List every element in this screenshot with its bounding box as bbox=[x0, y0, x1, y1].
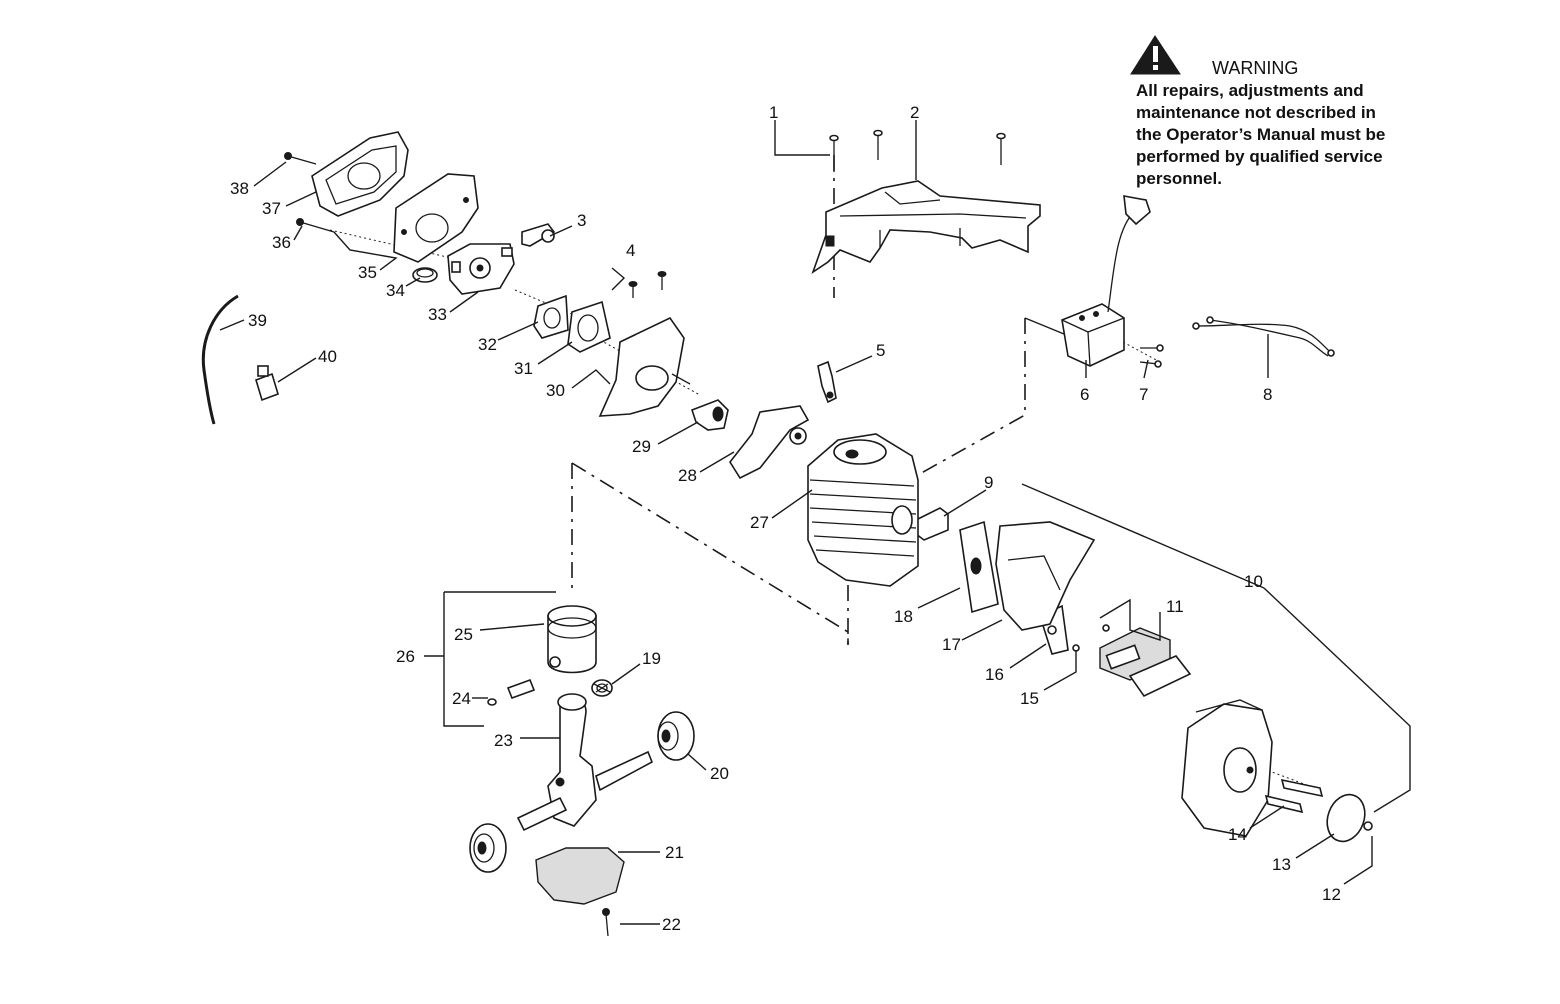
callout-39: 39 bbox=[248, 311, 267, 330]
callout-7: 7 bbox=[1139, 385, 1148, 404]
part-4-screws bbox=[628, 271, 667, 298]
callout-23: 23 bbox=[494, 731, 513, 750]
part-36-screw bbox=[296, 218, 335, 233]
part-22-screw bbox=[602, 908, 610, 937]
callout-9: 9 bbox=[984, 473, 993, 492]
part-27-cylinder bbox=[807, 433, 919, 587]
callout-16: 16 bbox=[985, 665, 1004, 684]
part-5-spark-plug bbox=[817, 360, 837, 404]
part-29-boot bbox=[690, 399, 729, 431]
part-6-ignition-module bbox=[1061, 195, 1164, 368]
part-35-plate bbox=[393, 173, 479, 263]
part-bearing-left bbox=[469, 823, 507, 873]
part-30-carb-plate bbox=[598, 316, 691, 417]
callout-31: 31 bbox=[514, 359, 533, 378]
callout-25: 25 bbox=[454, 625, 473, 644]
callout-8: 8 bbox=[1263, 385, 1272, 404]
callout-17: 17 bbox=[942, 635, 961, 654]
callout-26: 26 bbox=[396, 647, 415, 666]
callout-15: 15 bbox=[1020, 689, 1039, 708]
callout-24: 24 bbox=[452, 689, 471, 708]
callout-34: 34 bbox=[386, 281, 405, 300]
part-28-intake bbox=[729, 405, 810, 480]
callout-30: 30 bbox=[546, 381, 565, 400]
callout-36: 36 bbox=[272, 233, 291, 252]
part-20-bearing bbox=[657, 711, 695, 761]
callout-32: 32 bbox=[478, 335, 497, 354]
callout-27: 27 bbox=[750, 513, 769, 532]
part-19-bearing bbox=[591, 679, 613, 697]
part-3 bbox=[521, 223, 556, 247]
callout-leaders bbox=[219, 120, 1411, 925]
part-32-gasket bbox=[533, 294, 569, 339]
callout-numbers: 1 2 3 4 5 6 7 8 9 10 11 12 13 14 15 16 1… bbox=[230, 103, 1341, 934]
callout-19: 19 bbox=[642, 649, 661, 668]
callout-11: 11 bbox=[1166, 597, 1184, 616]
callout-28: 28 bbox=[678, 466, 697, 485]
part-24-piston-pin bbox=[487, 678, 536, 706]
part-8-wire bbox=[1192, 316, 1335, 357]
warning-icon bbox=[1130, 35, 1181, 75]
callout-18: 18 bbox=[894, 607, 913, 626]
callout-10: 10 bbox=[1244, 572, 1263, 591]
callout-40: 40 bbox=[318, 347, 337, 366]
warning-line-1: All repairs, adjustments and bbox=[1136, 81, 1364, 100]
callout-21: 21 bbox=[665, 843, 684, 862]
part-40-fuel-filter bbox=[255, 365, 279, 402]
callout-14: 14 bbox=[1228, 825, 1247, 844]
part-top-cover bbox=[811, 129, 1041, 274]
warning-line-3: the Operator’s Manual must be bbox=[1136, 125, 1385, 144]
callout-22: 22 bbox=[662, 915, 681, 934]
callout-13: 13 bbox=[1272, 855, 1291, 874]
callout-20: 20 bbox=[710, 764, 729, 783]
part-21-crankcase bbox=[535, 847, 625, 905]
callout-6: 6 bbox=[1080, 385, 1089, 404]
part-muffler-assembly bbox=[959, 520, 1373, 843]
part-23-crankshaft bbox=[516, 693, 654, 832]
warning-block: WARNING All repairs, adjustments and mai… bbox=[1130, 35, 1385, 188]
part-25-piston bbox=[547, 605, 597, 674]
callout-2: 2 bbox=[910, 103, 919, 122]
warning-line-2: maintenance not described in bbox=[1136, 103, 1376, 122]
callout-3: 3 bbox=[577, 211, 586, 230]
callout-38: 38 bbox=[230, 179, 249, 198]
callout-5: 5 bbox=[876, 341, 885, 360]
part-39-fuel-line bbox=[201, 294, 239, 425]
part-9 bbox=[915, 507, 949, 541]
warning-title: WARNING bbox=[1212, 58, 1298, 78]
part-31-gasket bbox=[567, 300, 611, 353]
callout-35: 35 bbox=[358, 263, 377, 282]
warning-line-5: personnel. bbox=[1136, 169, 1222, 188]
callout-29: 29 bbox=[632, 437, 651, 456]
callout-4: 4 bbox=[626, 241, 635, 260]
part-37-air-filter-cover bbox=[311, 131, 409, 217]
part-38-screw bbox=[284, 152, 317, 165]
part-33-carburetor bbox=[447, 243, 515, 295]
callout-33: 33 bbox=[428, 305, 447, 324]
callout-1: 1 bbox=[769, 103, 778, 122]
callout-12: 12 bbox=[1322, 885, 1341, 904]
warning-line-4: performed by qualified service bbox=[1136, 147, 1383, 166]
callout-37: 37 bbox=[262, 199, 281, 218]
